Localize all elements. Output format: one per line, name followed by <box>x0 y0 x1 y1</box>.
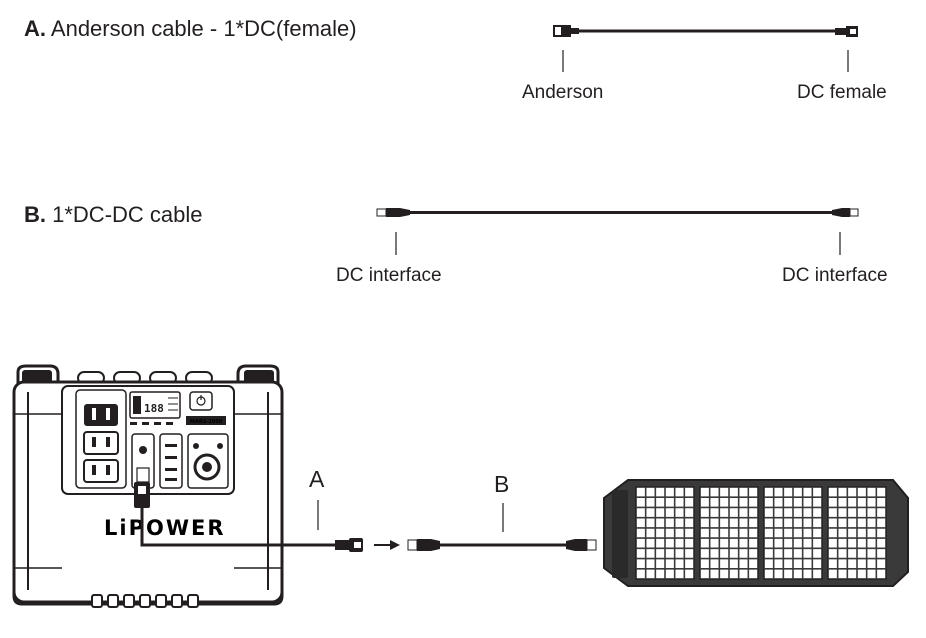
ac-outlet-icon <box>83 404 119 483</box>
connect-arrow-icon <box>374 540 400 550</box>
anderson-connector-icon <box>553 25 579 37</box>
cable-a-illustration <box>553 25 858 72</box>
cable-b-letter: B. <box>24 202 46 227</box>
car-socket-icon <box>187 433 229 489</box>
dc-female-label: DC female <box>797 82 887 103</box>
dc-interface-left-label: DC interface <box>336 265 442 286</box>
station-model-label: MARS-2000 <box>190 419 223 425</box>
callout-a: A <box>309 466 325 492</box>
callout-b: B <box>494 471 510 497</box>
vent-slots <box>91 594 199 608</box>
station-brand: LiPOWER <box>104 516 226 540</box>
setup-cable-a <box>134 482 363 552</box>
display-digits: 188 <box>144 402 164 415</box>
dc-plug-right-icon <box>832 208 859 217</box>
cable-b-illustration <box>376 208 859 255</box>
cable-a-title: A. Anderson cable - 1*DC(female) <box>24 16 357 42</box>
solar-panel-illustration <box>603 479 909 587</box>
power-button-icon <box>189 391 213 411</box>
solar-cells <box>635 486 887 580</box>
cable-b-title: B. 1*DC-DC cable <box>24 202 203 228</box>
cable-a-name: Anderson cable - 1*DC(female) <box>50 16 357 41</box>
cable-b-name: 1*DC-DC cable <box>52 202 203 227</box>
anderson-label: Anderson <box>522 82 604 103</box>
dc-plug-left-icon <box>376 208 410 217</box>
lcd-display-icon: 188 <box>129 391 181 419</box>
setup-cable-b <box>407 503 597 551</box>
dc-female-connector-icon <box>835 26 858 37</box>
cable-a-letter: A. <box>24 16 46 41</box>
dc-interface-right-label: DC interface <box>782 265 888 286</box>
